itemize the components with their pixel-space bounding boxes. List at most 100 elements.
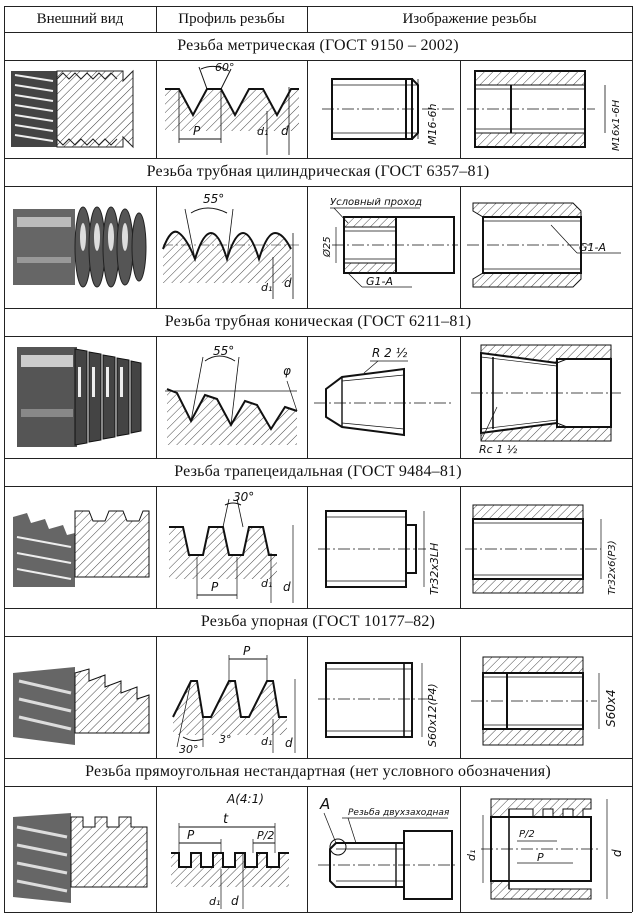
pipe-cylindrical-internal-drawing: G1-A — [461, 187, 631, 307]
rectangular-appearance-image — [5, 787, 155, 911]
header-appearance: Внешний вид — [36, 11, 124, 27]
buttress-ext-label: S60x12(P4) — [426, 683, 439, 747]
col-divider — [156, 186, 157, 308]
pipe-cyl-int-label: G1-A — [579, 241, 606, 254]
trap-ext-label: Tr32x3LH — [428, 543, 441, 595]
buttress-internal-drawing: S60x4 — [461, 637, 631, 757]
trap-angle-label: 30° — [233, 490, 254, 504]
rect-pitch-label: P — [187, 828, 195, 842]
row-divider — [4, 608, 632, 609]
buttress-d-label: d — [285, 736, 293, 750]
col-divider — [307, 186, 308, 308]
trap-pitch-label: P — [211, 580, 219, 594]
trapezoidal-internal-drawing: Tr32x6(P3) — [461, 487, 631, 607]
pipe-conical-internal-drawing: Rc 1 ½ — [461, 337, 631, 457]
header-depiction: Изображение резьбы — [402, 11, 537, 27]
row-divider — [4, 158, 632, 159]
row-divider — [4, 308, 632, 309]
trapezoidal-appearance-image — [5, 487, 155, 607]
header-divider — [4, 32, 632, 33]
buttress-external-drawing: S60x12(P4) — [308, 637, 459, 757]
rect-note-label: Резьба двухзаходная — [348, 808, 450, 818]
metric-external-thread-drawing: M16-6h — [308, 61, 459, 157]
pipe-conical-profile-drawing: 55° φ — [157, 337, 306, 457]
row-divider — [4, 786, 632, 787]
col-divider — [460, 486, 461, 608]
row-title-pipe-cylindrical: Резьба трубная цилиндрическая (ГОСТ 6357… — [146, 163, 490, 180]
col-divider — [307, 636, 308, 758]
row-divider — [4, 486, 632, 487]
header-col-divider-1 — [156, 6, 157, 32]
rect-int-pitch-label: P — [537, 851, 544, 864]
row-divider — [4, 758, 632, 759]
metric-pitch-label: P — [193, 124, 201, 138]
metric-angle-label: 60° — [215, 61, 235, 74]
frame-bottom — [4, 912, 632, 913]
metric-external-label: M16-6h — [426, 104, 439, 145]
buttress-d1-label: d₁ — [261, 735, 272, 748]
col-divider — [156, 636, 157, 758]
buttress-int-label: S60x4 — [604, 689, 618, 727]
rect-leader-a-label: A — [319, 795, 330, 813]
pipe-conical-external-drawing: R 2 ½ — [308, 337, 459, 457]
rect-d-label: d — [231, 894, 239, 908]
pipe-cyl-d-label: d — [284, 276, 292, 290]
pipe-cyl-angle-label: 55° — [203, 192, 224, 206]
row-divider — [4, 636, 632, 637]
col-divider — [460, 336, 461, 458]
row-divider — [4, 336, 632, 337]
frame-right — [632, 6, 633, 912]
col-divider — [460, 786, 461, 912]
metric-profile-drawing: 60° P d₁ d — [157, 61, 306, 157]
row-divider — [4, 186, 632, 187]
rectangular-external-drawing: A Резьба двухзаходная — [308, 787, 459, 911]
col-divider — [460, 186, 461, 308]
pipe-conical-appearance-image — [5, 337, 155, 457]
buttress-angle1-label: 30° — [179, 743, 199, 756]
trap-int-label: Tr32x6(P3) — [607, 540, 618, 595]
rect-detail-label: A(4:1) — [226, 792, 264, 806]
buttress-pitch-label: P — [243, 644, 251, 658]
buttress-profile-drawing: P 30° 3° d₁ d — [157, 637, 306, 757]
trapezoidal-profile-drawing: 30° P d₁ d — [157, 487, 306, 607]
row-title-pipe-conical: Резьба трубная коническая (ГОСТ 6211–81) — [164, 313, 472, 330]
col-divider — [460, 60, 461, 158]
rectangular-internal-drawing: d₁ d P/2 P — [461, 787, 631, 911]
pipe-con-ext-label: R 2 ½ — [372, 346, 408, 360]
row-divider — [4, 60, 632, 61]
row-title-metric: Резьба метрическая (ГОСТ 9150 – 2002) — [177, 37, 459, 54]
col-divider — [307, 486, 308, 608]
buttress-angle2-label: 3° — [219, 733, 232, 746]
trap-d-label: d — [283, 580, 291, 594]
rect-t-label: t — [223, 812, 229, 827]
col-divider — [156, 786, 157, 912]
trapezoidal-external-drawing: Tr32x3LH — [308, 487, 459, 607]
pipe-cylindrical-external-drawing: Условный проход Ø25 G1-A — [308, 187, 459, 307]
rect-int-halfpitch-label: P/2 — [519, 829, 535, 840]
metric-appearance-image — [5, 61, 155, 157]
col-divider — [307, 786, 308, 912]
pipe-cyl-dia-label: Ø25 — [321, 236, 333, 258]
pipe-con-phi-label: φ — [283, 364, 291, 378]
pipe-con-angle-label: 55° — [213, 344, 234, 358]
pipe-cyl-d1-label: d₁ — [261, 281, 272, 294]
pipe-cyl-ext-label: G1-A — [366, 275, 393, 288]
frame-top — [4, 6, 632, 7]
frame-left — [4, 6, 5, 912]
buttress-appearance-image — [5, 637, 155, 757]
col-divider — [156, 336, 157, 458]
pipe-con-int-label: Rc 1 ½ — [479, 443, 518, 456]
rect-int-d1-label: d₁ — [465, 850, 478, 861]
rect-int-d-label: d — [610, 849, 624, 857]
metric-internal-thread-drawing: M16x1-6H — [461, 61, 631, 157]
header-profile: Профиль резьбы — [178, 11, 285, 27]
col-divider — [307, 336, 308, 458]
pipe-cyl-passage-label: Условный проход — [330, 197, 422, 208]
rectangular-profile-drawing: A(4:1) t P P/2 d₁ d — [157, 787, 306, 911]
trap-d1-label: d₁ — [261, 577, 272, 590]
header-col-divider-2 — [307, 6, 308, 32]
row-title-trapezoidal: Резьба трапецеидальная (ГОСТ 9484–81) — [174, 463, 462, 480]
col-divider — [307, 60, 308, 158]
row-divider — [4, 458, 632, 459]
